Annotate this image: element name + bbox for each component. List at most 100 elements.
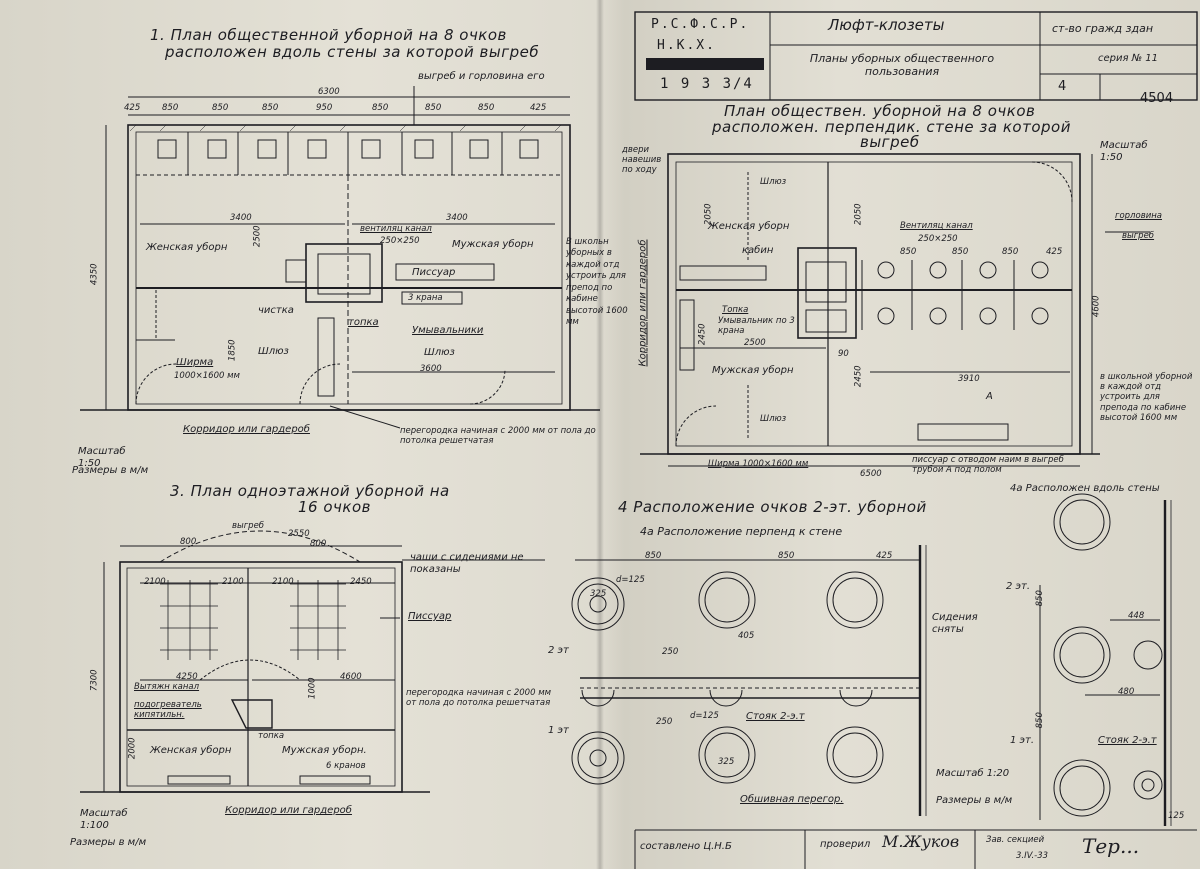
plan2-stove: Топка	[722, 305, 749, 315]
plan2-dim-2450a: 2450	[697, 323, 708, 346]
plan1-men-room: Мужская уборн	[452, 239, 534, 250]
compiled-by: составлено Ц.Н.Б	[640, 841, 732, 852]
plan2-gorlovina: горловина	[1115, 211, 1162, 221]
plan1-dim-top-6: 850	[372, 103, 389, 113]
plan3-dim-2000: 2000	[127, 737, 138, 760]
plan3-dim-2100-2: 2100	[222, 577, 244, 587]
plan3-corridor: Корридор или гардероб	[225, 805, 352, 816]
plan2-scale: Масштаб 1:50	[1100, 140, 1148, 163]
plan3-units: Размеры в м/м	[70, 837, 147, 848]
plan1-dim-top-5: 950	[316, 103, 333, 113]
plan4-d125-bottom: d=125	[690, 711, 719, 721]
plan3-dim-4250: 4250	[176, 672, 198, 682]
plan4-lined-partition: Обшивная перегор.	[740, 794, 844, 805]
plan3-dim-7300: 7300	[89, 669, 100, 692]
head-of-section-label: Зав. секцией	[986, 835, 1045, 845]
plan2-screen: Ширма 1000×1600 мм	[708, 459, 809, 469]
plan3-dim-2100-1: 2100	[144, 577, 166, 587]
plan1-dim-top-4: 850	[262, 103, 279, 113]
plan2-airlock-bottom: Шлюз	[760, 414, 787, 424]
plan1-airlock-right: Шлюз	[424, 347, 455, 358]
plan3-heater: подогреватель кипятильн.	[134, 700, 202, 721]
plan3-vygreb: выгреб	[232, 521, 265, 531]
plan4-riser-right: Стояк 2-э.т	[1098, 735, 1157, 746]
plan1-stove: топка	[348, 317, 379, 328]
plan1-dim-top-9: 425	[530, 103, 547, 113]
plan2-linework	[640, 153, 1150, 467]
plan2-dim-6500: 6500	[860, 469, 882, 479]
plan4-floor-2: 2 эт	[548, 645, 569, 656]
title-block-series: серия № 11	[1098, 53, 1158, 64]
plan3-dim-800-right: 800	[310, 539, 327, 549]
stamp-org1: Р.С.Ф.С.Р.	[651, 17, 750, 32]
plan4-dim-850-right-bottom: 850	[1034, 712, 1045, 729]
plan3-partition-note: перегородка начиная с 2000 мм от пола до…	[406, 688, 552, 709]
plan3-vent: Вытяжн канал	[134, 682, 200, 692]
plan2-title-line2: расположен. перпендик. стене за которой	[712, 118, 1071, 136]
plan2-men-room: Мужская уборн	[712, 365, 794, 376]
title-block-sheet-number: 4	[1058, 79, 1067, 94]
plan4-dim-325-bottom: 325	[718, 757, 735, 767]
plan2-dim-850-2: 850	[952, 247, 969, 257]
plan2-dim-850-3: 850	[1002, 247, 1019, 257]
plan1-title-line1: 1. План общественной уборной на 8 очков	[150, 26, 507, 44]
plan3-scale: Масштаб 1:100	[80, 808, 128, 831]
plan1-partition-note: перегородка начиная с 2000 мм от пола до…	[400, 426, 596, 447]
plan4-subtitle-4a: 4а Расположение перпенд к стене	[640, 525, 843, 538]
plan2-dim-2450b: 2450	[853, 365, 864, 388]
plan2-vent-size: 250×250	[918, 234, 958, 244]
plan4-dim-850-1: 850	[645, 551, 662, 561]
plan1-sinks: Умывальники	[412, 325, 484, 336]
plan1-units: Размеры в м/м	[72, 465, 149, 476]
plan1-dim-top-8: 850	[478, 103, 495, 113]
head-of-section-date: 3.IV.-33	[1016, 851, 1049, 861]
plan4-dim-850-right-top: 850	[1034, 590, 1045, 607]
plan4-dim-405: 405	[738, 631, 755, 641]
plan4-dim-425: 425	[876, 551, 893, 561]
plan3-title-line2: 16 очков	[298, 498, 371, 516]
plan4-dim-250-bottom: 250	[656, 717, 673, 727]
plan1-women-room: Женская уборн	[146, 242, 228, 253]
plan1-vent-size: 250×250	[380, 236, 420, 246]
signature-row-frame	[634, 829, 1197, 869]
plan2-dim-425: 425	[1046, 247, 1063, 257]
plan1-dim-3600: 3600	[420, 364, 442, 374]
plan2-title-line1: План обществен. уборной на 8 очков	[724, 102, 1036, 120]
plan2-sinks: Умывальник по 3 крана	[718, 316, 795, 337]
plan4-units: Размеры в м/м	[936, 795, 1013, 806]
plan1-vent-label: вентиляц канал	[360, 224, 432, 234]
plan1-scale: Масштаб 1:50	[78, 446, 126, 469]
plan2-airlock-top: Шлюз	[760, 177, 787, 187]
plan1-dim-top-3: 850	[212, 103, 229, 113]
plan2-door-note: двери навешив по ходу	[622, 145, 662, 175]
plan1-dim-3400a: 3400	[230, 213, 252, 223]
plan2-dim-850-1: 850	[900, 247, 917, 257]
plan3-men-room: Мужская уборн.	[282, 745, 367, 756]
plan2-dim-2500: 2500	[744, 338, 766, 348]
title-block-title: Люфт-клозеты	[828, 16, 945, 34]
plan2-corridor: Корридор или гардероб	[637, 239, 649, 367]
plan1-title-line2: расположен вдоль стены за которой выгреб	[165, 43, 540, 61]
plan4-dim-250-top: 250	[662, 647, 679, 657]
plan2-vygreb: выгреб	[1122, 231, 1155, 241]
plan1-corridor: Корридор или гардероб	[183, 424, 310, 435]
title-block-category: ст-во гражд здан	[1052, 22, 1154, 35]
plan1-airlock-left: Шлюз	[258, 346, 289, 357]
plan2-dim-3910: 3910	[958, 374, 980, 384]
plan2-dim-2050b: 2050	[853, 203, 864, 226]
plan2-dim-2050a: 2050	[703, 203, 714, 226]
plan1-note-top: выгреб и горловина его	[418, 71, 545, 82]
plan3-linework	[80, 530, 545, 793]
title-block-frame	[634, 11, 1198, 101]
plan3-women-room: Женская уборн	[150, 745, 232, 756]
title-block-subtitle: Планы уборных общественного пользования	[809, 52, 995, 78]
plan2-dim-4600: 4600	[1091, 295, 1102, 318]
plan1-screen: Ширма	[176, 357, 214, 368]
plan1-linework	[80, 86, 600, 429]
plan2-women-room: Женская уборн	[708, 221, 790, 232]
plan3-title-line1: 3. План одноэтажной уборной на	[170, 482, 450, 500]
plan2-title-line3: выгреб	[860, 133, 920, 151]
plan4-seats-removed: Сидения сняты	[932, 612, 978, 635]
plan1-total-dim: 6300	[318, 87, 340, 97]
